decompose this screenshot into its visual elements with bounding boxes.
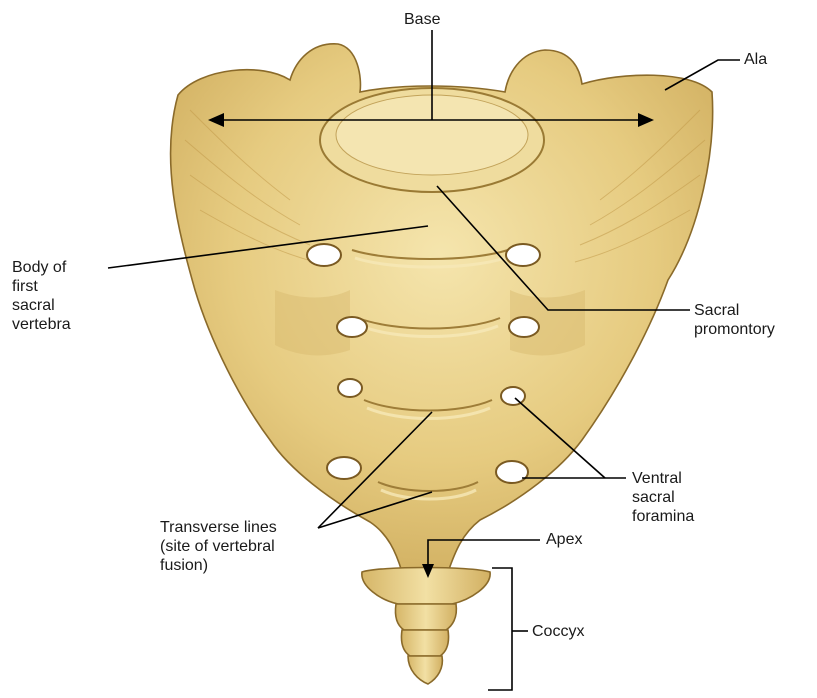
label-apex: Apex [546,530,582,549]
foramen-right-4 [496,461,528,483]
foramen-left-2 [337,317,367,337]
label-base: Base [404,10,440,29]
label-coccyx: Coccyx [532,622,584,641]
label-transverse-lines: Transverse lines (site of vertebral fusi… [160,518,277,575]
label-sacral-promontory: Sacral promontory [694,301,775,339]
label-ala: Ala [744,50,767,69]
label-ventral-sacral-foramina: Ventral sacral foramina [632,469,694,526]
foramen-left-1 [307,244,341,266]
foramen-left-4 [327,457,361,479]
coccyx-bracket [488,568,512,690]
foramen-left-3 [338,379,362,397]
foramen-right-2 [509,317,539,337]
foramen-right-3 [501,387,525,405]
coccyx-bone [362,568,490,685]
label-body-first-sacral-vertebra: Body of first sacral vertebra [12,258,71,334]
foramen-right-1 [506,244,540,266]
